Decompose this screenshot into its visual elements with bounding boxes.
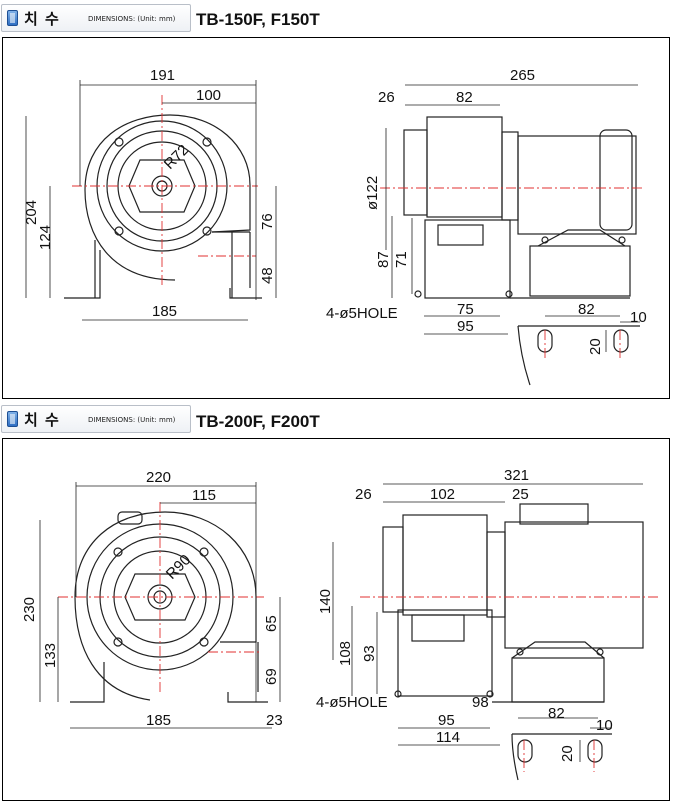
dim-slot-h: 20 <box>559 745 576 762</box>
dim-h-top: 140 <box>317 589 334 614</box>
dim-len-housing: 102 <box>430 486 455 503</box>
dim-h-total: 230 <box>21 597 38 622</box>
dim-h-outlet: 76 <box>259 213 276 230</box>
dim-h-center: 133 <box>42 643 59 668</box>
dim-h-base: 48 <box>259 267 276 284</box>
dim-slot-off: 10 <box>630 309 647 326</box>
dim-w-base: 185 <box>146 712 171 729</box>
dim-w-total: 220 <box>146 469 171 486</box>
dimensions-tab[interactable]: 치 수 DIMENSIONS: (Unit: mm) <box>1 4 191 32</box>
hole-note: 4-ø5HOLE <box>326 305 398 322</box>
dim-w-base1: 75 <box>457 301 474 318</box>
model-title: TB-200F, F200T <box>196 412 320 431</box>
dim-len-front: 26 <box>355 486 372 503</box>
dim-w-base: 185 <box>152 303 177 320</box>
dim-len-total: 321 <box>504 467 529 484</box>
dim-w-base2: 95 <box>457 318 474 335</box>
tab-title: 치 수 <box>24 411 60 429</box>
dim-h-base: 69 <box>263 668 280 685</box>
dimensions-tab[interactable]: 치 수 DIMENSIONS: (Unit: mm) <box>1 405 191 433</box>
spec-section-tb200: 치 수 DIMENSIONS: (Unit: mm) TB-200F, F200… <box>0 402 674 803</box>
dim-slot-h: 20 <box>587 338 604 355</box>
dim-w-base3: 98 <box>472 694 489 711</box>
spec-section-tb150: 치 수 DIMENSIONS: (Unit: mm) TB-150F, F150… <box>1 4 670 399</box>
document-icon <box>7 411 18 427</box>
dimension-drawing-tb200: 220 115 230 133 65 69 185 23 R90 321 26 … <box>21 467 660 781</box>
dim-w-edge: 23 <box>266 712 283 729</box>
dim-len-motor: 25 <box>512 486 529 503</box>
tab-subtitle: DIMENSIONS: (Unit: mm) <box>88 416 176 424</box>
dim-w-total: 191 <box>150 67 175 84</box>
dim-len-housing: 82 <box>456 89 473 106</box>
drawing-frame <box>2 37 670 399</box>
dim-h-total: 204 <box>23 200 40 225</box>
model-title: TB-150F, F150T <box>196 10 320 29</box>
dimension-drawing-tb150: 191 100 204 124 76 48 185 R72 265 26 82 … <box>23 67 647 386</box>
dim-w-base1: 95 <box>438 712 455 729</box>
dim-len-total: 265 <box>510 67 535 84</box>
dim-dia: ø122 <box>364 176 381 210</box>
dim-w-half: 115 <box>192 487 216 504</box>
dim-slot-w: 82 <box>548 705 565 722</box>
dim-slot-off: 10 <box>596 717 613 734</box>
dim-h-outlet-side: 87 <box>375 251 392 268</box>
tab-subtitle: DIMENSIONS: (Unit: mm) <box>88 15 176 23</box>
dim-h-outlet-side: 108 <box>337 641 354 666</box>
drawing-frame <box>2 438 670 801</box>
tab-title: 치 수 <box>24 10 60 28</box>
dim-w-base2: 114 <box>436 729 460 746</box>
dim-h-inner: 93 <box>361 645 378 662</box>
dim-h-inner: 71 <box>393 251 410 268</box>
hole-note: 4-ø5HOLE <box>316 694 388 711</box>
dim-radius: R90 <box>163 551 194 582</box>
dim-len-front: 26 <box>378 89 395 106</box>
dim-h-outlet: 65 <box>263 615 280 632</box>
dim-w-half: 100 <box>196 87 221 104</box>
document-icon <box>7 10 18 26</box>
dim-slot-w: 82 <box>578 301 595 318</box>
dim-h-center: 124 <box>37 225 54 250</box>
